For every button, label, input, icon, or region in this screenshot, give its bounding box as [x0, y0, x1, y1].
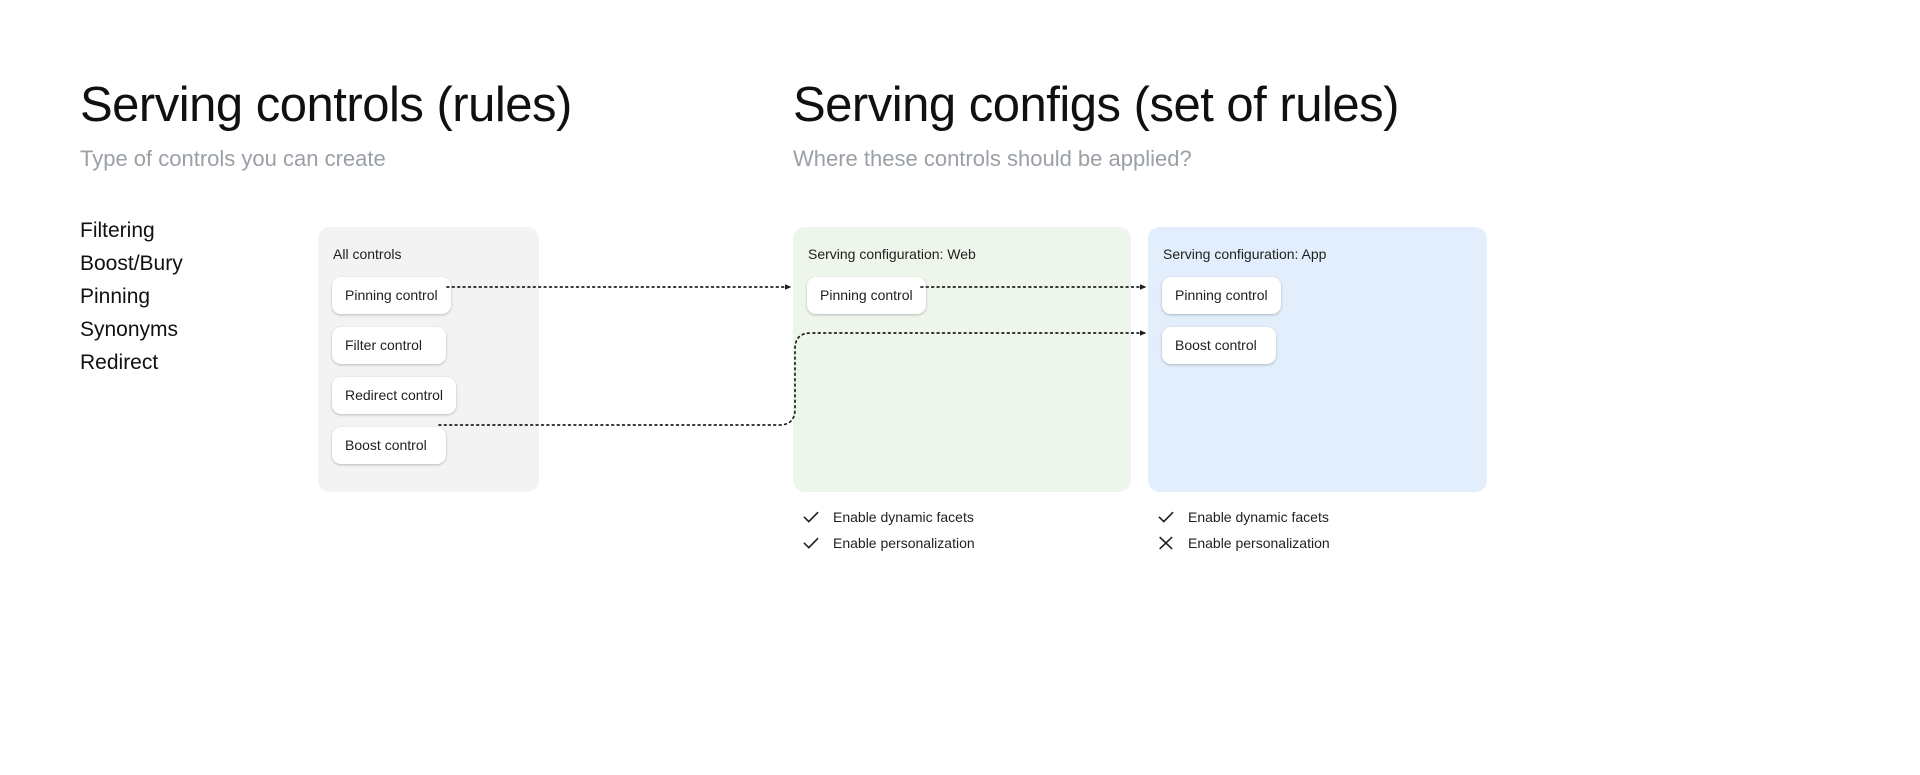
option-label: Enable dynamic facets — [1188, 509, 1329, 525]
chip-pinning-control[interactable]: Pinning control — [807, 277, 926, 314]
option-label: Enable personalization — [833, 535, 975, 551]
panel-serving-config-app: Serving configuration: App Pinning contr… — [1148, 227, 1487, 492]
check-icon — [803, 537, 819, 549]
control-type-item: Redirect — [80, 351, 159, 374]
option-label: Enable dynamic facets — [833, 509, 974, 525]
panel-all-controls: All controls Pinning control Filter cont… — [318, 227, 539, 492]
chip-filter-control[interactable]: Filter control — [332, 327, 446, 364]
options-list-web: Enable dynamic facets Enable personaliza… — [800, 504, 975, 556]
chip-boost-control[interactable]: Boost control — [332, 427, 446, 464]
page-title-left: Serving controls (rules) — [80, 78, 572, 132]
check-icon — [1158, 511, 1174, 523]
panel-title: Serving configuration: Web — [808, 246, 976, 262]
left-column-header: Serving controls (rules) Type of control… — [80, 76, 572, 173]
option-row-dynamic-facets[interactable]: Enable dynamic facets — [1155, 504, 1330, 530]
control-type-item: Pinning — [80, 285, 151, 308]
control-type-item: Synonyms — [80, 318, 179, 341]
right-column-header: Serving configs (set of rules) Where the… — [793, 76, 1399, 173]
control-type-item: Boost/Bury — [80, 252, 183, 275]
control-type-item: Filtering — [80, 219, 155, 242]
chip-pinning-control[interactable]: Pinning control — [1162, 277, 1281, 314]
page-subtitle-left: Type of controls you can create — [80, 146, 386, 171]
option-row-personalization[interactable]: Enable personalization — [800, 530, 975, 556]
page-title-right: Serving configs (set of rules) — [793, 78, 1399, 132]
option-row-personalization[interactable]: Enable personalization — [1155, 530, 1330, 556]
options-list-app: Enable dynamic facets Enable personaliza… — [1155, 504, 1330, 556]
close-icon — [1159, 536, 1173, 550]
panel-title: All controls — [333, 246, 402, 262]
chip-boost-control[interactable]: Boost control — [1162, 327, 1276, 364]
chip-redirect-control[interactable]: Redirect control — [332, 377, 457, 414]
option-row-dynamic-facets[interactable]: Enable dynamic facets — [800, 504, 975, 530]
panel-title: Serving configuration: App — [1163, 246, 1327, 262]
panel-serving-config-web: Serving configuration: Web Pinning contr… — [793, 227, 1131, 492]
option-label: Enable personalization — [1188, 535, 1330, 551]
chip-pinning-control[interactable]: Pinning control — [332, 277, 451, 314]
control-type-list: Filtering Boost/Bury Pinning Synonyms Re… — [80, 214, 310, 379]
check-icon — [803, 511, 819, 523]
page-subtitle-right: Where these controls should be applied? — [793, 146, 1192, 171]
